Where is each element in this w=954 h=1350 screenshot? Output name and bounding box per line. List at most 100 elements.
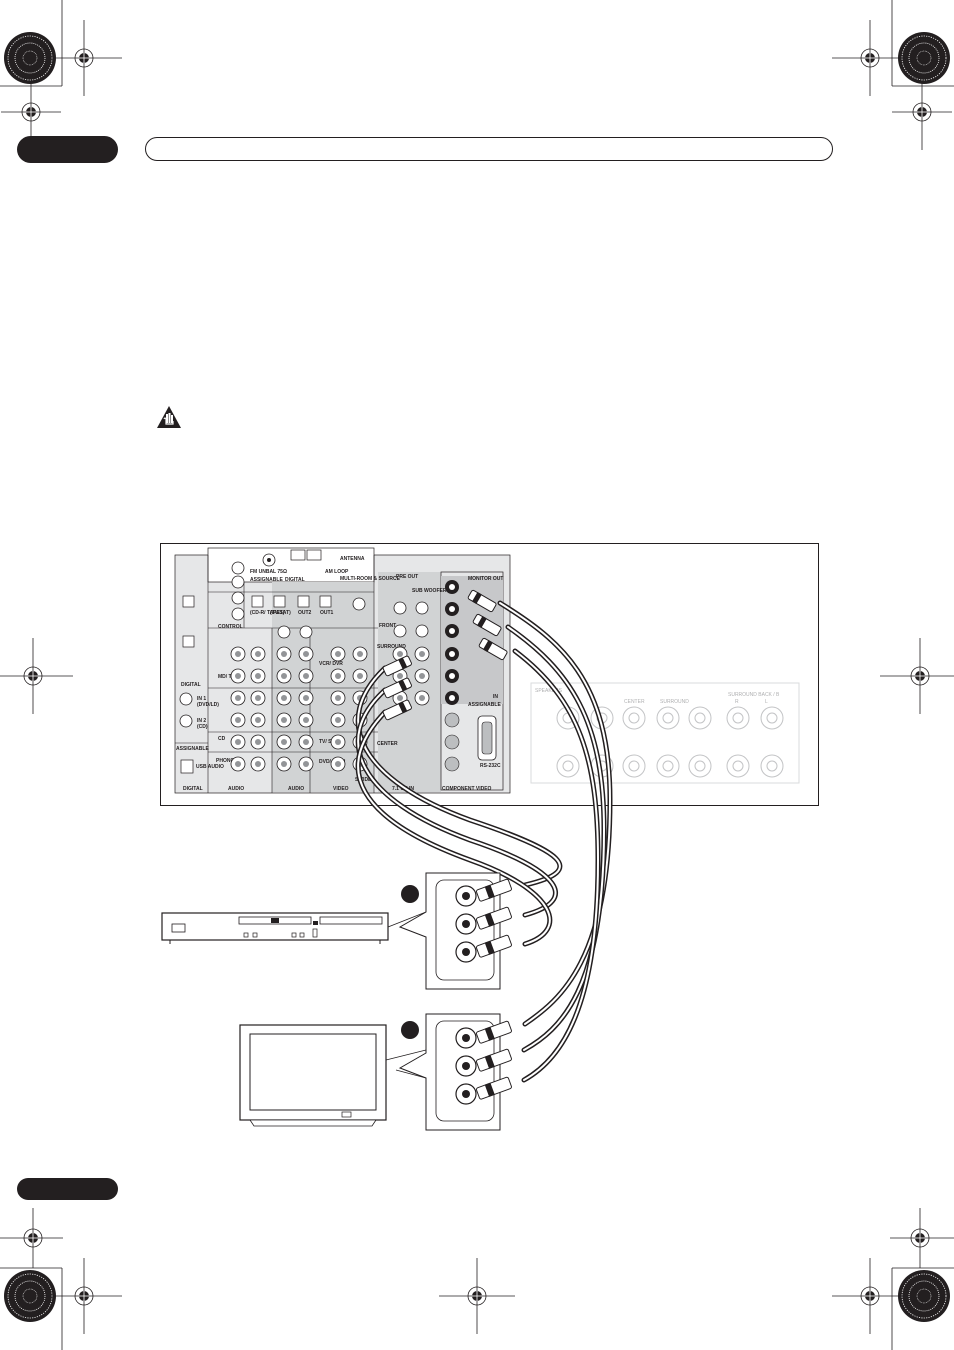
rca-jack: [393, 624, 407, 638]
dvd-ld-label: (DVD/LD): [197, 702, 219, 708]
rca-jack: [277, 625, 291, 639]
rca-jack: [231, 607, 245, 621]
video-bottom-label: VIDEO: [333, 786, 349, 792]
speaker-terminal-center: [562, 760, 574, 772]
rca-jack-center: [303, 739, 309, 745]
chapter-tab: [17, 136, 118, 163]
rca-jack-center: [235, 695, 241, 701]
rca-jack: [415, 601, 429, 615]
dvd-player: [161, 911, 427, 944]
speaker-l-label: L: [765, 699, 768, 705]
cd-in-label: CD: [218, 736, 226, 742]
registration-crosshair-icon: [880, 638, 954, 714]
surround-back-speaker-label: SURROUND BACK / B: [728, 692, 780, 698]
out2-label: OUT2: [298, 610, 312, 616]
in1-label: IN 1: [197, 696, 206, 702]
crop-marks-bottom: [0, 1208, 954, 1350]
rca-jack-center: [357, 651, 363, 657]
control-label: CONTROL: [218, 624, 243, 630]
rca-jack-center: [419, 695, 425, 701]
am-loop-label: AM LOOP: [325, 569, 349, 575]
registration-crosshair-icon: [0, 638, 73, 714]
speakers-label: SPEAKERS: [535, 688, 563, 694]
rca-jack-center: [419, 673, 425, 679]
digital-bottom-label: DIGITAL: [183, 786, 203, 792]
registration-crosshair-icon: [46, 20, 122, 96]
rca-jack-center: [255, 651, 261, 657]
speaker-terminals: SPEAKERS CENTER SURROUND SURROUND BACK /…: [530, 682, 800, 784]
tv-sat-label: (TV/SAT): [270, 610, 291, 616]
component-cables: [355, 600, 613, 1083]
cd-r-tape1-label: (CD-R/ TAPE1): [250, 610, 285, 616]
rca-jack: [393, 601, 407, 615]
dvd-component-out-callout: [398, 872, 512, 990]
assignable-label: ASSIGNABLE: [250, 577, 283, 583]
registration-crosshair-icon: [439, 1258, 515, 1334]
page-header-bar: [145, 137, 833, 161]
pre-out-label: PRE OUT: [396, 574, 418, 580]
speaker-terminal-center: [662, 712, 674, 724]
cd-label: (CD): [197, 724, 208, 730]
rca-jack-center: [419, 651, 425, 657]
audio-bottom-label-2: AUDIO: [288, 786, 304, 792]
rca-jack-center: [357, 673, 363, 679]
rca-jack-center: [281, 717, 287, 723]
rca-jack-center: [281, 761, 287, 767]
sunburst-target-icon: [898, 32, 950, 84]
rca-jack-center: [335, 761, 341, 767]
audio-bottom-label: AUDIO: [228, 786, 244, 792]
rca-jack: [415, 624, 429, 638]
rca-jack-center: [281, 695, 287, 701]
center-label: CENTER: [377, 741, 398, 747]
surround-label: SURROUND: [377, 644, 406, 650]
speaker-terminal-center: [694, 760, 706, 772]
registration-crosshair-icon: [890, 1208, 954, 1268]
speaker-terminal-center: [732, 760, 744, 772]
registration-crosshair-icon: [832, 20, 908, 96]
rca-jack-center: [303, 717, 309, 723]
s-video-label: S VIDEO: [355, 777, 375, 783]
multi-room-label: MULTI-ROOM & SOURCE: [340, 576, 401, 582]
speaker-terminal-center: [732, 712, 744, 724]
monitor-out-label: MONITOR OUT: [468, 576, 503, 582]
rca-jack: [231, 575, 245, 589]
sunburst-target-icon: [898, 1270, 950, 1322]
crop-marks-top: [0, 0, 954, 150]
speaker-r-label: R: [735, 699, 739, 705]
tv-component-in-callout: [398, 1013, 512, 1131]
rca-jack-center: [335, 717, 341, 723]
digital-side-label: DIGITAL: [181, 682, 201, 688]
component-jacks: [444, 580, 460, 772]
surround-speaker-label: SURROUND: [660, 699, 689, 705]
front-label: FRONT: [379, 623, 396, 629]
phono-label: PHONO: [216, 758, 234, 764]
rca-jack-center: [255, 717, 261, 723]
rca-jack-center: [303, 761, 309, 767]
rca-jack-center: [281, 651, 287, 657]
registration-crosshair-icon: [0, 1208, 63, 1268]
caution-hand-icon: [157, 406, 181, 428]
rca-jack-center: [397, 695, 403, 701]
rca-jack-center: [335, 695, 341, 701]
rca-jack-center: [235, 761, 241, 767]
digital-label: DIGITAL: [285, 577, 305, 583]
rca-jack: [352, 597, 366, 611]
assignable-side-label: ASSIGNABLE: [176, 746, 209, 752]
rca-jack-center: [235, 739, 241, 745]
rca-jack-center: [255, 739, 261, 745]
rca-jack-center: [397, 651, 403, 657]
registration-crosshair-icon: [892, 82, 952, 150]
speaker-terminal-center: [766, 712, 778, 724]
vcr-dvr-label: VCR/ DVR: [319, 661, 343, 667]
rca-jack-center: [255, 673, 261, 679]
rca-jack-center: [255, 761, 261, 767]
rca-jack: [299, 625, 313, 639]
rs232c-label: RS-232C: [480, 763, 501, 769]
rca-jack-center: [303, 673, 309, 679]
fm-unbal-label: FM UNBAL 75Ω: [250, 569, 287, 575]
component-in-label: IN: [493, 694, 498, 700]
rca-jack-center: [397, 673, 403, 679]
center-speaker-label: CENTER: [624, 699, 645, 705]
speaker-terminal-center: [766, 760, 778, 772]
